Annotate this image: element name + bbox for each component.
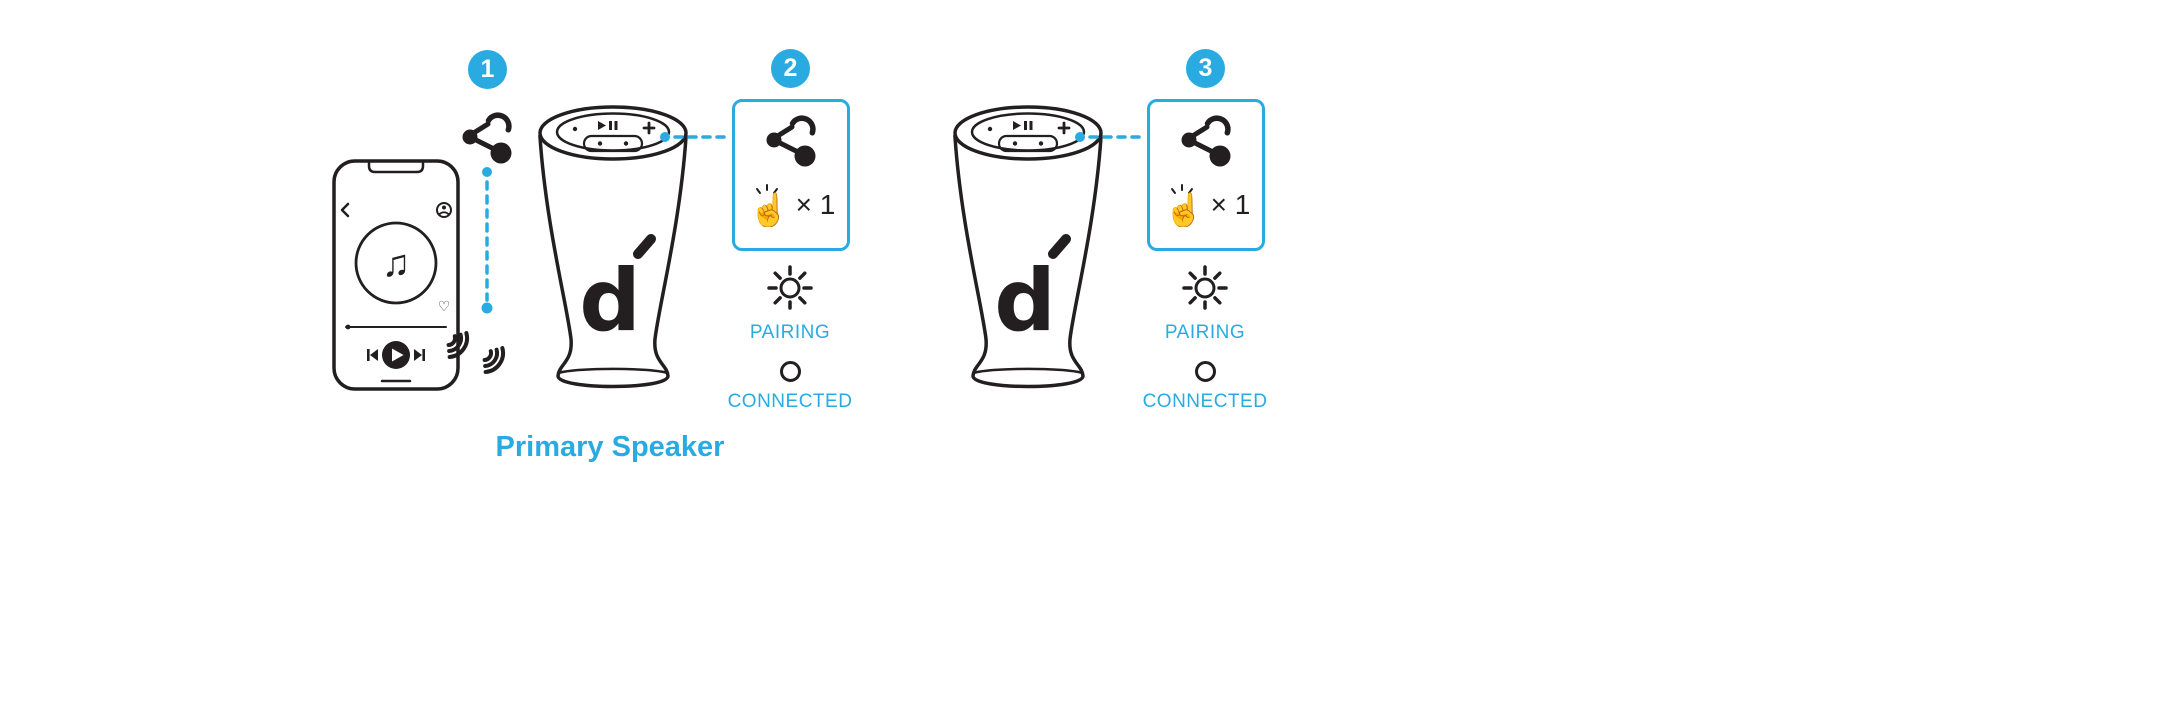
primary-speaker-label: Primary Speaker [495, 431, 725, 463]
tap-count: × 1 [795, 189, 836, 220]
next-track-icon [414, 349, 425, 361]
connected-label: CONNECTED [727, 390, 853, 412]
step-3-badge: 3 [1186, 49, 1225, 88]
partycast-share-icon [763, 115, 819, 167]
step-3-status: PAIRING CONNECTED [1115, 262, 1295, 413]
svg-text:☝: ☝ [1164, 191, 1204, 227]
heart-icon: ♡ [438, 298, 451, 314]
solid-light-circle-icon [779, 360, 801, 382]
solid-light-circle-icon [1194, 360, 1216, 382]
tap-hand-icon: ☝ [749, 184, 789, 227]
back-chevron-icon [340, 202, 350, 218]
phone-frame [332, 159, 460, 391]
progress-handle [345, 324, 351, 330]
connected-label: CONNECTED [1142, 390, 1268, 412]
music-note-icon: ♫ [382, 243, 411, 285]
step-2-callout: ☝ × 1 [732, 99, 850, 251]
step-3-callout: ☝ × 1 [1147, 99, 1265, 251]
play-button [382, 341, 410, 369]
dotted-connector-step3 [1075, 132, 1148, 142]
step-2-status: PAIRING CONNECTED [700, 262, 880, 413]
previous-track-icon [367, 349, 378, 361]
secondary-speaker-illustration [955, 107, 1101, 387]
phone-illustration: ♫ ♡ [332, 159, 460, 391]
pairing-label: PAIRING [749, 322, 831, 343]
profile-icon [436, 202, 452, 218]
dotted-connector-step2 [660, 132, 733, 142]
step-number: 1 [480, 55, 495, 83]
svg-text:☝: ☝ [749, 191, 789, 227]
tap-count: × 1 [1210, 189, 1251, 220]
phone-notch [367, 160, 425, 174]
step-2-badge: 2 [771, 49, 810, 88]
partycast-share-icon [1178, 115, 1234, 167]
sound-waves-icon [477, 341, 510, 378]
blinking-light-icon [1182, 265, 1228, 310]
step-number: 2 [783, 54, 798, 82]
step-1-badge: 1 [468, 50, 507, 89]
dotted-connector-step1 [481, 167, 493, 314]
album-art [354, 221, 438, 305]
tap-hand-icon: ☝ [1164, 184, 1204, 227]
blinking-light-icon [767, 265, 813, 310]
partycast-share-icon [463, 115, 512, 163]
tap-instruction: ☝ × 1 [1162, 183, 1251, 227]
pairing-label: PAIRING [1164, 322, 1246, 343]
step-number: 3 [1198, 54, 1213, 82]
tap-instruction: ☝ × 1 [747, 183, 836, 227]
primary-speaker-illustration [540, 107, 686, 387]
